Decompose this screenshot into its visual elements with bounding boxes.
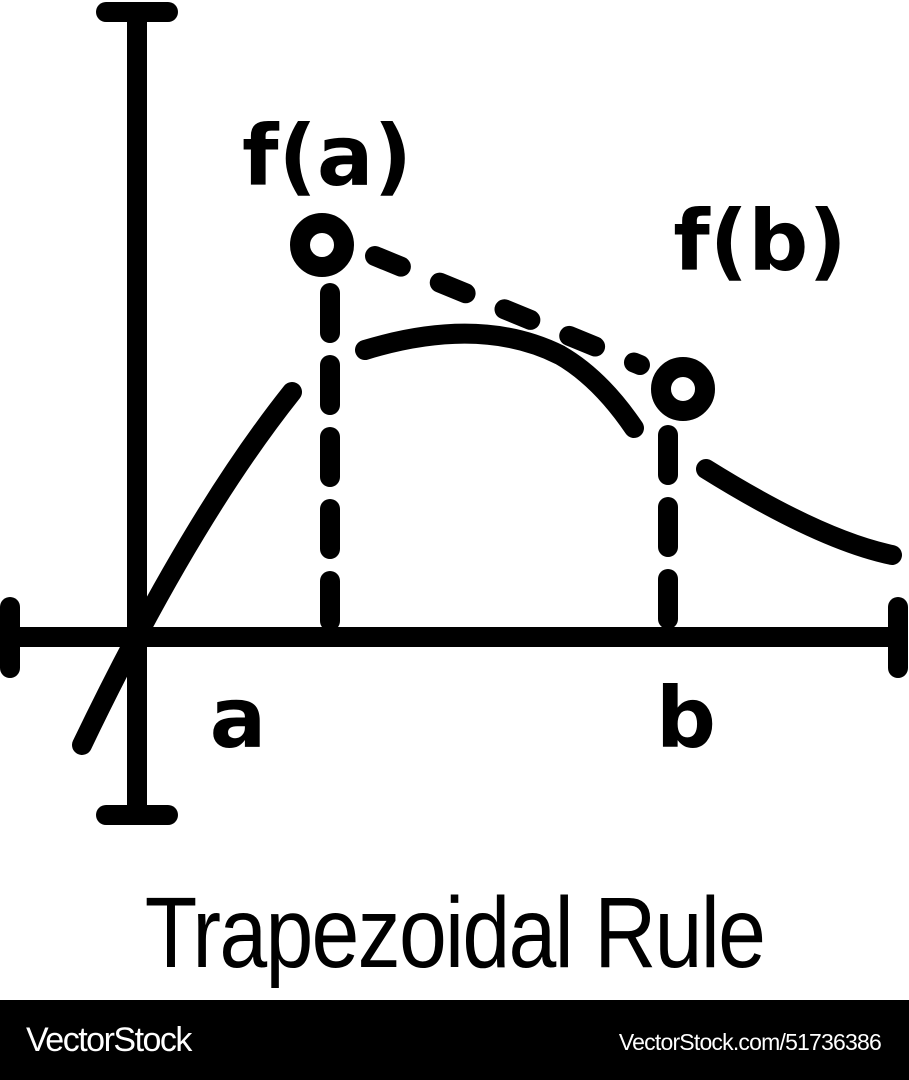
dashed-line-trapezoid-top — [365, 246, 650, 375]
curve-segment-right — [696, 459, 902, 565]
curve-segment-middle — [355, 323, 644, 438]
trapezoidal-rule-diagram: f(a) f(b) a b — [0, 2, 908, 825]
label-fb: f(b) — [673, 192, 846, 290]
diagram-title: Trapezoidal Rule — [144, 877, 766, 989]
curve-segment-left — [72, 382, 302, 755]
point-fb — [651, 357, 715, 421]
footer-brand: VectorStock — [26, 1021, 192, 1059]
point-fa — [290, 213, 354, 277]
footer-bar: VectorStock VectorStock.com/51736386 — [0, 1000, 909, 1080]
footer-url: VectorStock.com/51736386 — [618, 1029, 882, 1055]
label-fa: f(a) — [242, 107, 412, 205]
label-b: b — [656, 669, 716, 767]
label-a: a — [210, 669, 267, 767]
